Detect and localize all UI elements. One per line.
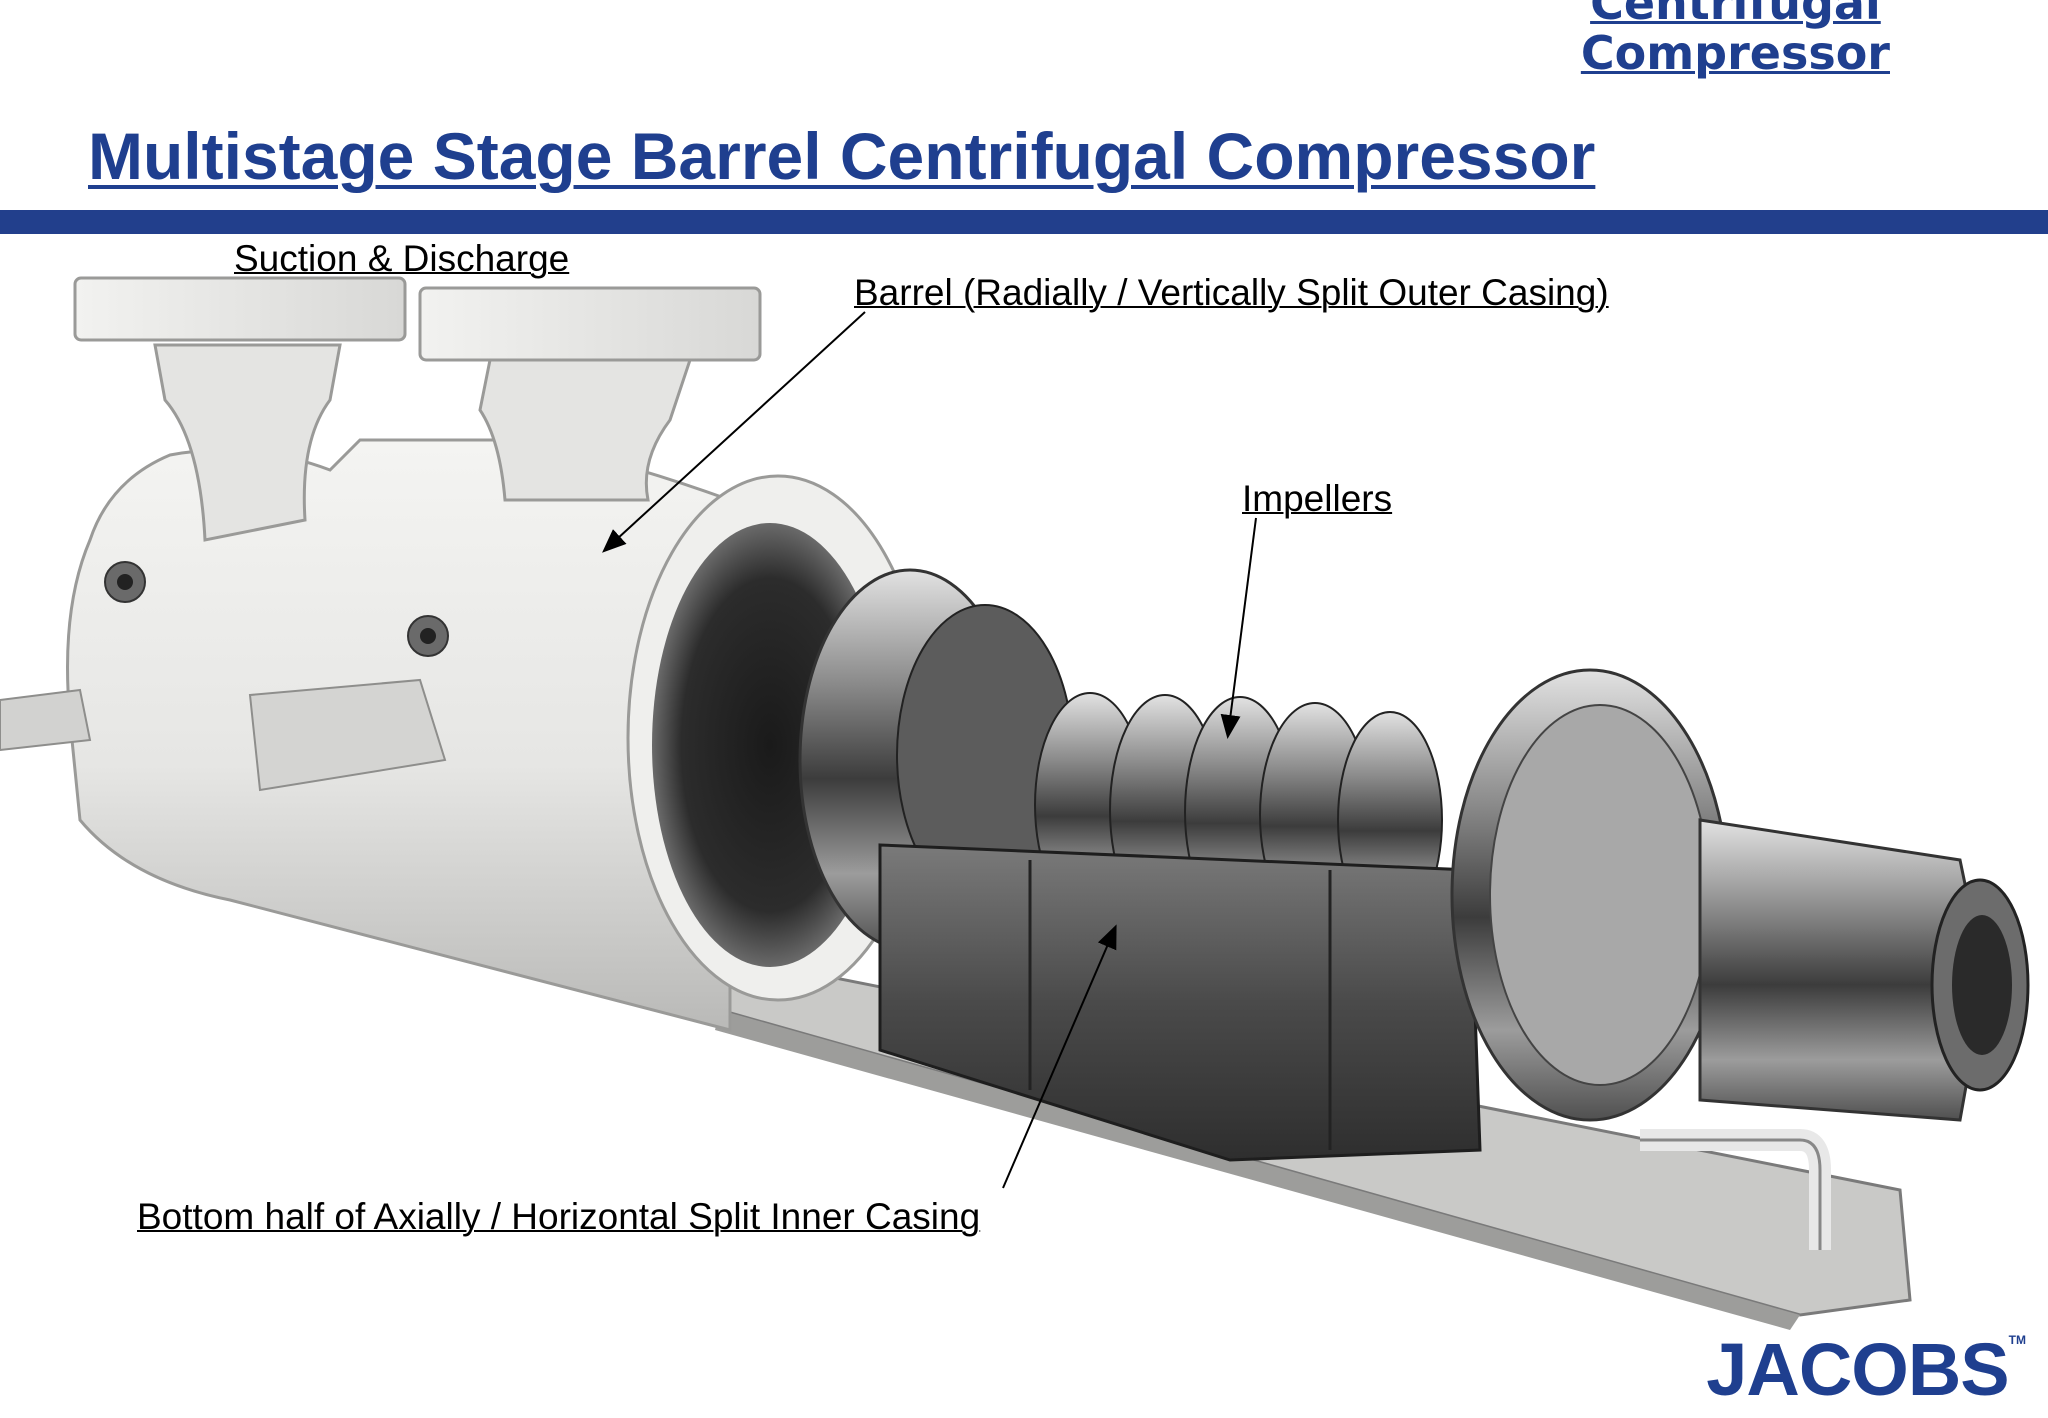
logo-trademark: TM [2008,1333,2026,1347]
callout-impellers: Impellers [1242,478,1393,519]
callout-inner-casing: Bottom half of Axially / Horizontal Spli… [137,1196,981,1237]
logo-text: JACOBS [1706,1328,2009,1411]
inner-bundle [798,568,2030,1250]
leader-lines [602,311,1257,1189]
jacobs-logo: JACOBSTM [1706,1327,2026,1412]
section-link-line2: Compressor [1580,26,1890,80]
callout-barrel: Barrel (Radially / Vertically Split Oute… [854,272,1609,313]
outer-barrel [0,438,732,1032]
section-link-line1: Centrifugal [1590,0,1881,30]
section-link[interactable]: Centrifugal Compressor [1581,0,1890,78]
callout-suction-discharge: Suction & Discharge [234,238,570,279]
suction-discharge-nozzles [73,276,762,542]
page-title: Multistage Stage Barrel Centrifugal Comp… [88,119,1596,193]
bearing-port [104,561,449,657]
compressor-illustration [0,276,2030,1330]
title-divider [0,210,2048,234]
